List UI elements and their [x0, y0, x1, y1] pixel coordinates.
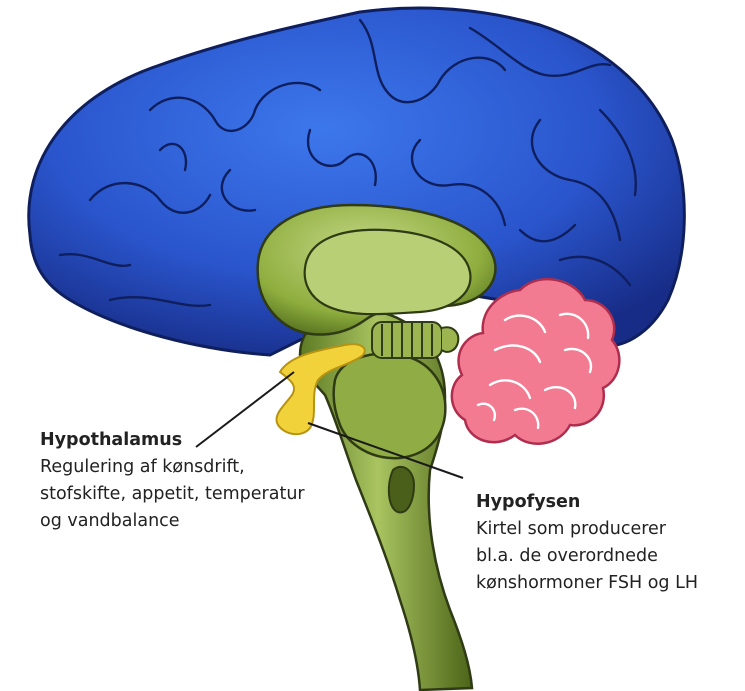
hypothalamus-callout: Hypothalamus Regulering af kønsdrift, st… [40, 427, 305, 535]
pineal-ribs [372, 322, 458, 358]
hypofysen-line-3: kønshormoner FSH og LH [476, 570, 698, 597]
hypothalamus-line-1: Regulering af kønsdrift, [40, 454, 305, 481]
hypothalamus-title: Hypothalamus [40, 427, 305, 454]
hypofysen-line-1: Kirtel som producerer [476, 516, 698, 543]
hypofysen-callout: Hypofysen Kirtel som producerer bl.a. de… [476, 489, 698, 597]
aqueduct [389, 467, 414, 513]
cerebellum [452, 279, 620, 444]
hypofysen-line-2: bl.a. de overordnede [476, 543, 698, 570]
hypothalamus-line-3: og vandbalance [40, 508, 305, 535]
hypofysen-title: Hypofysen [476, 489, 698, 516]
hypothalamus-line-2: stofskifte, appetit, temperatur [40, 481, 305, 508]
